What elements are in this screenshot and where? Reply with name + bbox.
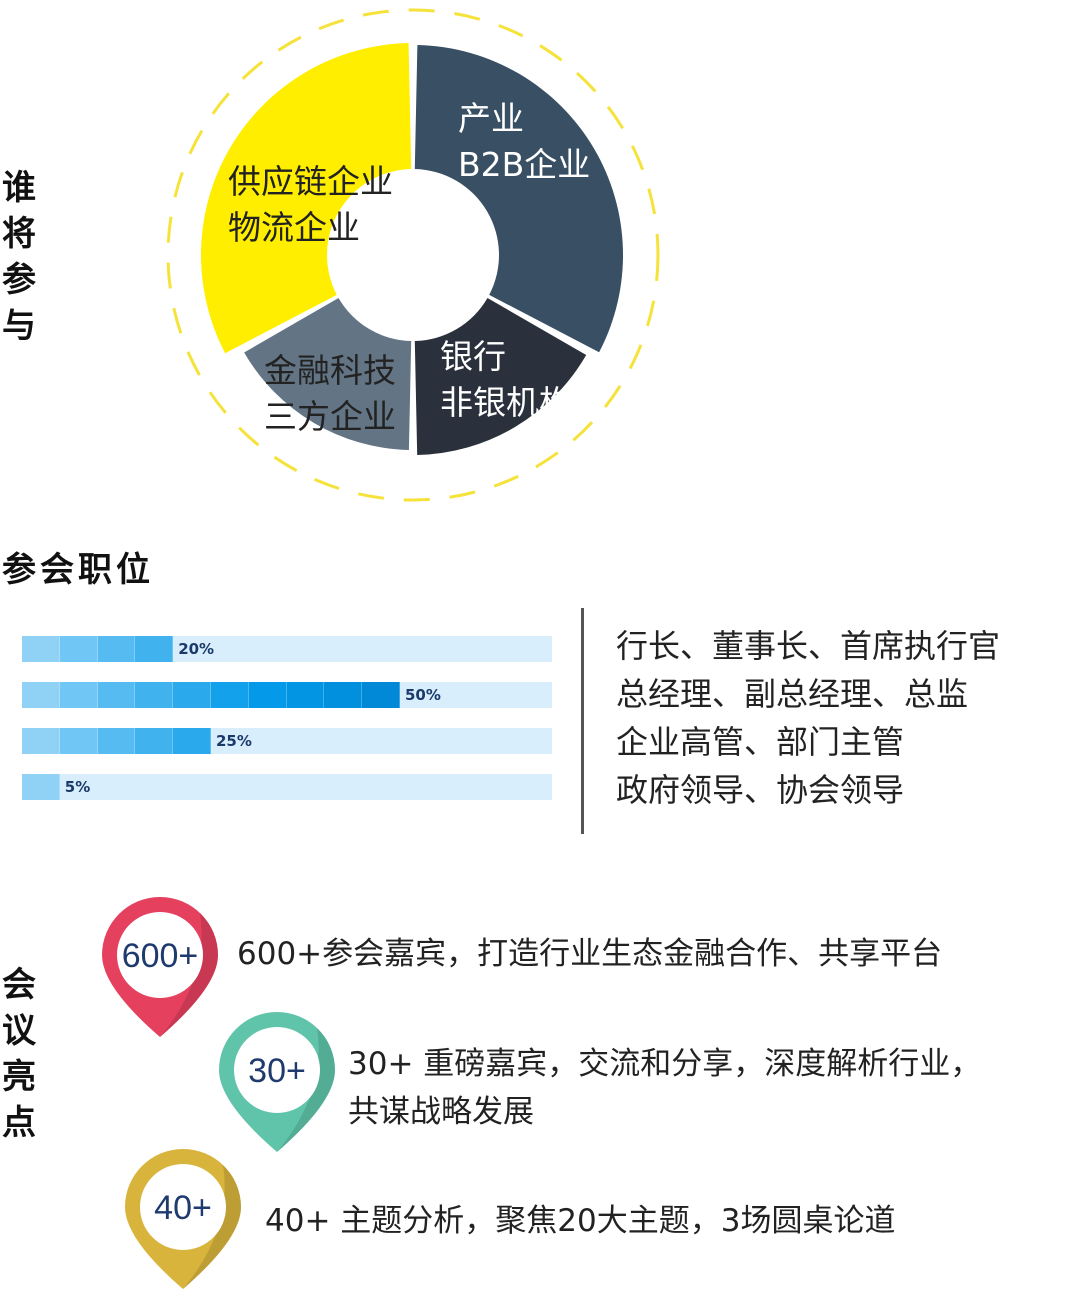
bar-segment xyxy=(22,682,60,708)
donut-slice xyxy=(244,298,412,450)
bar-value-label: 50% xyxy=(405,686,441,704)
pin-inner-circle xyxy=(117,912,203,998)
highlights-title: 会议亮点 xyxy=(2,965,36,1143)
bar-fill xyxy=(22,774,60,800)
donut-slice-label: 非银机构 xyxy=(440,383,572,422)
bar-segment xyxy=(173,728,211,754)
bar-value-label: 5% xyxy=(64,778,91,796)
pin-number: 40+ xyxy=(154,1189,212,1227)
bar-segment xyxy=(173,682,211,708)
position-label: 行长、董事长、首席执行官 xyxy=(616,627,1001,665)
pin-badge: 40+ xyxy=(125,1149,241,1289)
donut-slice-label: B2B企业 xyxy=(458,145,590,184)
pin-badge: 600+ xyxy=(102,897,218,1037)
donut-slice xyxy=(414,45,623,353)
position-label: 政府领导、协会领导 xyxy=(616,771,905,809)
donut-slice-label: 银行 xyxy=(440,337,506,376)
bar-track: 5% xyxy=(22,774,552,800)
bar-segment xyxy=(286,682,325,708)
donut-slice-label: 产业 xyxy=(458,99,524,138)
bar-track: 20% xyxy=(22,636,552,662)
donut-slice-label: 金融科技 xyxy=(264,351,396,390)
bar-segment xyxy=(59,636,98,662)
bar-value-label: 20% xyxy=(178,640,215,658)
bar-segment xyxy=(97,682,136,708)
bar-segment xyxy=(248,682,287,708)
pin-number: 600+ xyxy=(122,937,199,975)
pin-number: 30+ xyxy=(248,1052,306,1090)
bar-segment xyxy=(324,682,363,708)
highlight-text: 共谋战略发展 xyxy=(348,1094,534,1130)
bar-fill xyxy=(22,636,174,662)
donut-slice-label: 三方企业 xyxy=(264,397,396,436)
positions-title: 参会职位 xyxy=(2,550,154,590)
donut-slice-label: 供应链企业 xyxy=(228,162,393,201)
bar-fill xyxy=(22,682,400,708)
bar-segment xyxy=(135,728,174,754)
pin-badge: 30+ xyxy=(219,1012,335,1152)
bar-segment xyxy=(97,636,136,662)
highlight-text: 30+ 重磅嘉宾，交流和分享，深度解析行业， xyxy=(348,1046,982,1082)
dashed-ring xyxy=(166,8,660,502)
bar-segment xyxy=(362,682,400,708)
bar-track: 50% xyxy=(22,682,552,708)
highlight-text: 40+ 主题分析，聚焦20大主题，3场圆桌论道 xyxy=(265,1203,896,1239)
bar-segment xyxy=(135,682,174,708)
bar-segment xyxy=(97,728,136,754)
bar-segment xyxy=(210,682,249,708)
donut-slice xyxy=(414,298,587,455)
donut-slice-label: 物流企业 xyxy=(228,208,360,247)
bar-segment xyxy=(22,728,60,754)
bar-track: 25% xyxy=(22,728,552,754)
donut-slice xyxy=(201,43,412,354)
pin-shade xyxy=(277,1028,335,1152)
pin-inner-circle xyxy=(140,1164,226,1250)
bar-fill xyxy=(22,728,211,754)
pin-inner-circle xyxy=(234,1027,320,1113)
position-label: 企业高管、部门主管 xyxy=(616,723,905,761)
position-label: 总经理、副总经理、总监 xyxy=(616,675,969,713)
bar-segment xyxy=(22,774,60,800)
pin-shade xyxy=(160,913,218,1037)
bar-segment xyxy=(135,636,174,662)
participants-title: 谁将参与 xyxy=(2,168,36,346)
highlight-text: 600+参会嘉宾，打造行业生态金融合作、共享平台 xyxy=(237,936,943,972)
bar-segment xyxy=(59,682,98,708)
bar-segment xyxy=(59,728,98,754)
pin-shade xyxy=(183,1165,241,1289)
bar-value-label: 25% xyxy=(216,732,252,750)
bar-segment xyxy=(22,636,60,662)
divider xyxy=(581,608,584,834)
